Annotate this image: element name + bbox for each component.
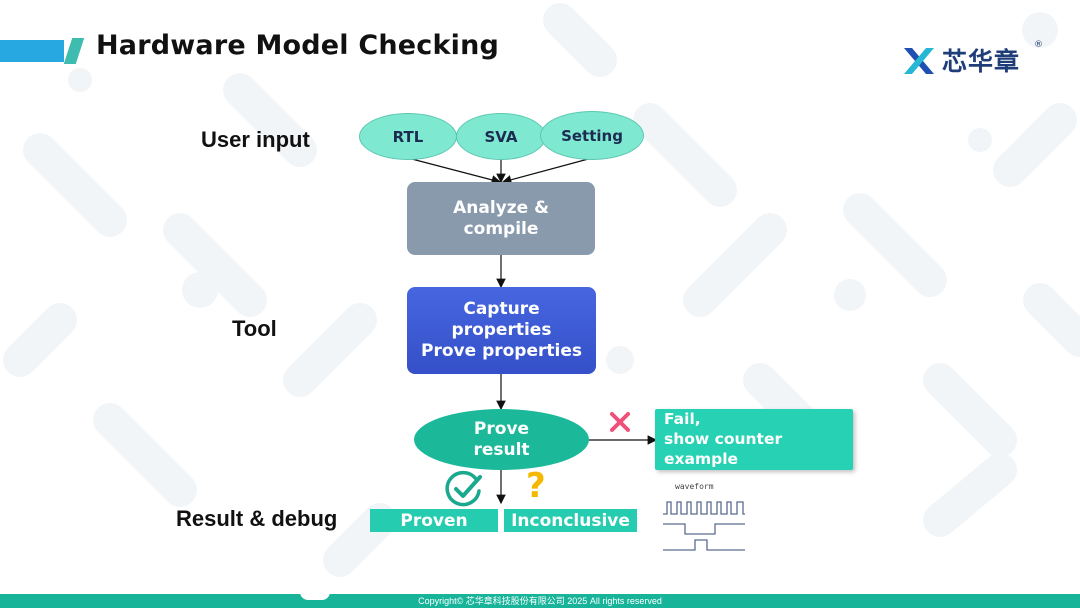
analyze-line-2: compile xyxy=(463,218,539,239)
fail-line-1: Fail, xyxy=(664,410,701,428)
capture-prove-box: Capture properties Prove properties xyxy=(407,287,596,374)
company-logo: 芯华章 ® xyxy=(900,40,1050,80)
cross-icon xyxy=(610,412,630,432)
footer-bar xyxy=(0,594,1080,608)
proven-box: Proven xyxy=(370,509,498,532)
question-mark-icon: ? xyxy=(526,466,546,506)
footer-copyright: Copyright© 芯华章科技股份有限公司 2025 All rights r… xyxy=(418,596,662,606)
connector-setting-analyze xyxy=(501,157,593,185)
input-rtl: RTL xyxy=(359,113,457,160)
waveform-thumbnail: waveform xyxy=(655,478,753,558)
waveform-label: waveform xyxy=(675,482,714,491)
footer-notch xyxy=(300,592,330,600)
analyze-compile-box: Analyze & compile xyxy=(407,182,595,255)
check-circle-icon xyxy=(445,470,482,507)
analyze-line-1: Analyze & xyxy=(453,197,549,218)
inconclusive-box: Inconclusive xyxy=(504,509,637,532)
logo-mark-icon xyxy=(904,48,934,74)
capture-line-1: Capture xyxy=(463,299,540,319)
prove-line-1: Prove xyxy=(473,418,530,439)
connector-rtl-analyze xyxy=(407,157,502,185)
input-sva: SVA xyxy=(456,113,546,160)
capture-line-2: properties xyxy=(451,320,552,340)
input-setting: Setting xyxy=(540,111,644,160)
prove-line-2: result xyxy=(473,439,530,460)
capture-line-3: Prove properties xyxy=(421,341,582,361)
waveform-icon xyxy=(663,501,745,551)
row-label-tool: Tool xyxy=(232,316,277,341)
logo-text: 芯华章 xyxy=(942,47,1021,76)
row-label-result-debug: Result & debug xyxy=(176,506,338,531)
logo-registered-mark: ® xyxy=(1034,40,1043,50)
row-label-user-input: User input xyxy=(201,127,310,152)
fail-counter-example-box: Fail, show counter example xyxy=(655,409,853,470)
prove-result-ellipse: Prove result xyxy=(414,409,589,470)
fail-line-2: show counter example xyxy=(664,430,783,468)
title-accent-bar xyxy=(0,40,64,62)
page-title: Hardware Model Checking xyxy=(96,30,500,61)
